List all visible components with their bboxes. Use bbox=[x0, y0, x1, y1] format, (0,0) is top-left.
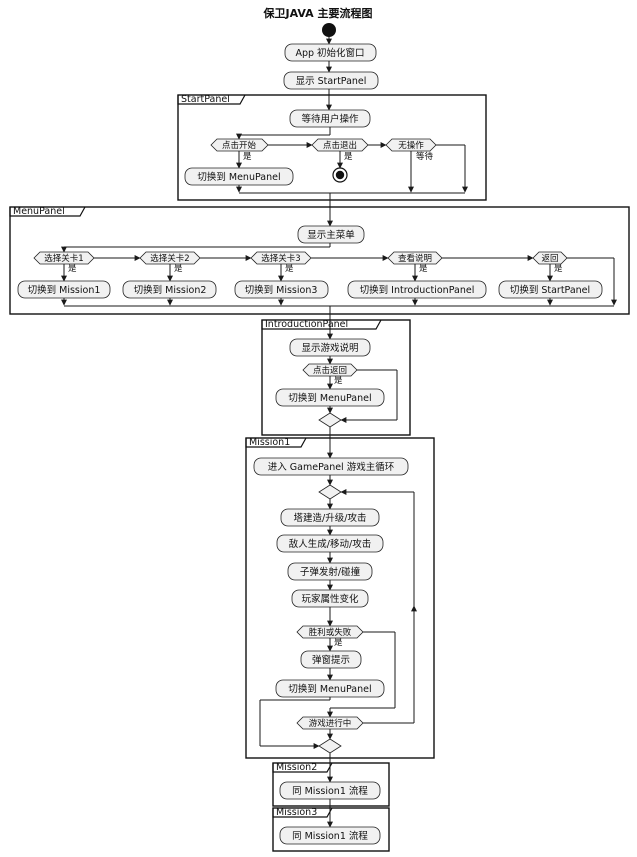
activity-popup-label: 弹窗提示 bbox=[312, 654, 350, 666]
decision-win-lose: 胜利或失败 bbox=[296, 625, 364, 639]
activity-enemy-label: 敌人生成/移动/攻击 bbox=[289, 538, 371, 550]
partition-mission1: Mission1 bbox=[245, 437, 435, 759]
diagram-title: 保卫JAVA 主要流程图 bbox=[263, 6, 373, 20]
decision-click-exit: 点击退出 bbox=[311, 138, 369, 152]
activity-switch-mission1-label: 切换到 Mission1 bbox=[28, 284, 101, 296]
yes-label: 是 bbox=[419, 264, 428, 274]
decision-select-level-2: 选择关卡2 bbox=[139, 251, 201, 265]
activity-switch-introduction-label: 切换到 IntroductionPanel bbox=[360, 284, 475, 296]
merge-diamond bbox=[318, 412, 342, 428]
activity-mission3-same-label: 同 Mission1 流程 bbox=[292, 830, 368, 842]
partition-menu-panel: MenuPanel bbox=[9, 206, 630, 315]
decision-in-progress: 游戏进行中 bbox=[296, 716, 364, 730]
partition-mission3-label: Mission3 bbox=[276, 807, 317, 818]
decision-view-instructions-label: 查看说明 bbox=[398, 253, 432, 264]
partition-mission2-label: Mission2 bbox=[276, 762, 317, 773]
activity-switch-mission2: 切换到 Mission2 bbox=[122, 280, 217, 299]
partition-mission3: Mission3 bbox=[272, 807, 390, 852]
activity-player: 玩家属性变化 bbox=[291, 589, 369, 608]
decision-win-lose-label: 胜利或失败 bbox=[309, 627, 352, 638]
activity-switch-menu-mission: 切换到 MenuPanel bbox=[275, 679, 385, 698]
partition-introduction-panel-label: IntroductionPanel bbox=[265, 319, 348, 330]
yes-label: 是 bbox=[243, 152, 252, 162]
activity-show-instructions-label: 显示游戏说明 bbox=[301, 342, 358, 354]
decision-click-back-label: 点击返回 bbox=[313, 365, 347, 376]
waiting-label: 等待 bbox=[416, 151, 434, 162]
activity-show-menu-label: 显示主菜单 bbox=[307, 229, 355, 241]
activity-enter-gamepanel: 进入 GamePanel 游戏主循环 bbox=[253, 457, 409, 476]
decision-select-level-3-label: 选择关卡3 bbox=[261, 253, 300, 264]
activity-switch-start-panel: 切换到 StartPanel bbox=[498, 280, 603, 299]
activity-mission2-same-label: 同 Mission1 流程 bbox=[292, 785, 368, 797]
activity-popup: 弹窗提示 bbox=[300, 650, 362, 669]
start-node bbox=[322, 23, 336, 37]
activity-wait: 等待用户操作 bbox=[289, 109, 371, 128]
partition-start-panel: StartPanel bbox=[177, 94, 487, 201]
activity-switch-menu-intro-label: 切换到 MenuPanel bbox=[288, 392, 371, 404]
activity-tower: 塔建造/升级/攻击 bbox=[280, 508, 380, 527]
decision-view-instructions: 查看说明 bbox=[387, 251, 443, 265]
activity-switch-mission3-label: 切换到 Mission3 bbox=[245, 284, 318, 296]
decision-select-level-1: 选择关卡1 bbox=[33, 251, 95, 265]
yes-label: 是 bbox=[344, 152, 353, 162]
decision-back: 返回 bbox=[532, 251, 568, 265]
activity-tower-label: 塔建造/升级/攻击 bbox=[294, 512, 367, 524]
partition-start-panel-label: StartPanel bbox=[181, 94, 230, 105]
merge-diamond bbox=[318, 738, 342, 754]
end-node bbox=[332, 167, 348, 183]
decision-click-start: 点击开始 bbox=[210, 138, 269, 152]
decision-click-exit-label: 点击退出 bbox=[323, 140, 357, 151]
activity-switch-menu-mission-label: 切换到 MenuPanel bbox=[288, 683, 371, 695]
activity-show-start: 显示 StartPanel bbox=[283, 71, 379, 90]
activity-mission2-same: 同 Mission1 流程 bbox=[279, 781, 381, 800]
partition-mission1-label: Mission1 bbox=[249, 437, 290, 448]
activity-player-label: 玩家属性变化 bbox=[301, 593, 359, 605]
yes-label: 是 bbox=[174, 264, 183, 274]
activity-switch-menu-intro: 切换到 MenuPanel bbox=[275, 388, 385, 407]
activity-bullet: 子弹发射/碰撞 bbox=[287, 562, 373, 581]
partition-mission2: Mission2 bbox=[272, 762, 390, 807]
yes-label: 是 bbox=[68, 264, 77, 274]
activity-show-start-label: 显示 StartPanel bbox=[296, 76, 367, 87]
activity-init-label: App 初始化窗口 bbox=[295, 47, 364, 59]
loop-merge-diamond bbox=[318, 484, 342, 500]
activity-enter-gamepanel-label: 进入 GamePanel 游戏主循环 bbox=[268, 461, 394, 473]
activity-switch-menu-start-label: 切换到 MenuPanel bbox=[197, 171, 280, 183]
decision-click-back: 点击返回 bbox=[302, 363, 358, 377]
activity-mission3-same: 同 Mission1 流程 bbox=[279, 826, 381, 845]
activity-init: App 初始化窗口 bbox=[284, 43, 377, 62]
activity-switch-mission3: 切换到 Mission3 bbox=[234, 280, 329, 299]
decision-select-level-3: 选择关卡3 bbox=[250, 251, 312, 265]
decision-no-action: 无操作 bbox=[385, 138, 437, 152]
activity-switch-mission1: 切换到 Mission1 bbox=[17, 280, 111, 299]
yes-label: 是 bbox=[334, 376, 343, 386]
activity-switch-introduction: 切换到 IntroductionPanel bbox=[347, 280, 487, 299]
activity-show-instructions: 显示游戏说明 bbox=[289, 338, 371, 357]
partition-introduction-panel: IntroductionPanel bbox=[261, 319, 411, 436]
activity-switch-start-panel-label: 切换到 StartPanel bbox=[510, 284, 590, 296]
activity-bullet-label: 子弹发射/碰撞 bbox=[300, 566, 361, 578]
activity-wait-label: 等待用户操作 bbox=[301, 113, 359, 125]
activity-enemy: 敌人生成/移动/攻击 bbox=[276, 534, 384, 553]
partition-menu-panel-label: MenuPanel bbox=[13, 206, 65, 217]
decision-click-start-label: 点击开始 bbox=[222, 140, 257, 151]
yes-label: 是 bbox=[334, 638, 343, 648]
activity-switch-mission2-label: 切换到 Mission2 bbox=[134, 284, 207, 296]
yes-label: 是 bbox=[285, 264, 294, 274]
decision-select-level-2-label: 选择关卡2 bbox=[150, 253, 189, 264]
decision-in-progress-label: 游戏进行中 bbox=[309, 718, 352, 729]
decision-back-label: 返回 bbox=[541, 253, 558, 264]
activity-switch-menu-start: 切换到 MenuPanel bbox=[184, 167, 294, 186]
decision-select-level-1-label: 选择关卡1 bbox=[44, 253, 83, 264]
yes-label: 是 bbox=[554, 264, 563, 274]
activity-show-menu: 显示主菜单 bbox=[297, 225, 365, 244]
decision-no-action-label: 无操作 bbox=[398, 140, 424, 151]
